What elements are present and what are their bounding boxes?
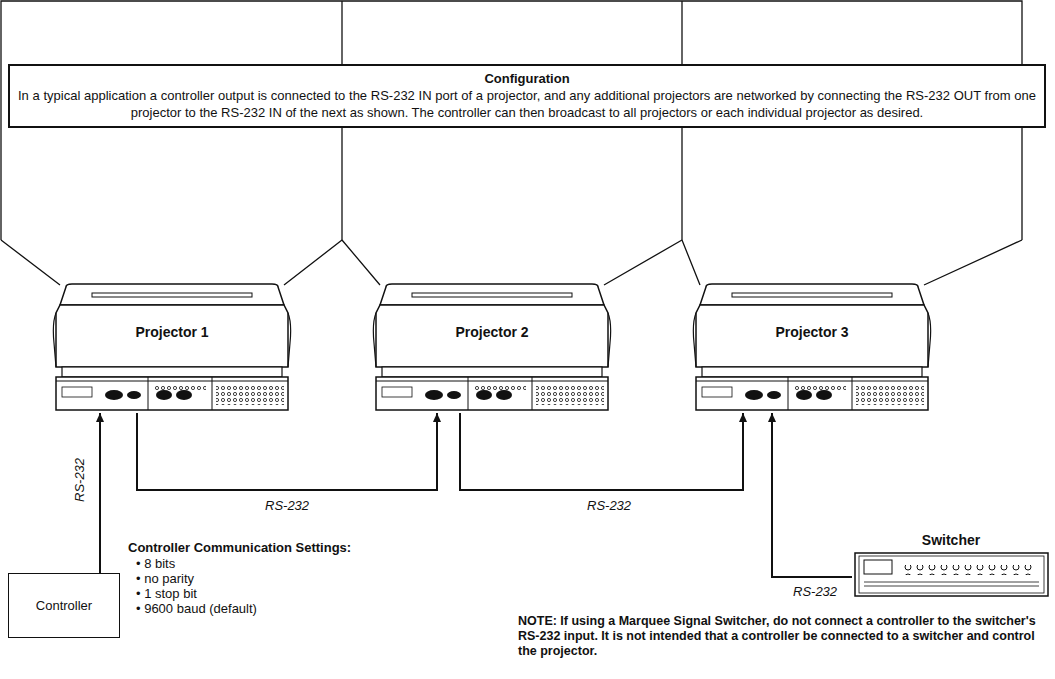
node-label: Controller (36, 598, 92, 613)
config-box: ConfigurationIn a typical application a … (8, 64, 1046, 128)
settings-heading: Controller Communication Settings: (128, 540, 388, 555)
cable-label: RS-232 (72, 455, 87, 505)
projector: Projector 1 (52, 283, 292, 413)
node-label: Projector 3 (770, 323, 853, 341)
projector: Projector 2 (372, 283, 612, 413)
rs232-cable (137, 413, 437, 490)
cable-label: RS-232 (584, 498, 634, 513)
rs232-cable (772, 413, 852, 577)
note: NOTE: If using a Marquee Signal Switcher… (518, 614, 1048, 659)
switcher: Switcher (852, 532, 1050, 604)
projector: Projector 3 (692, 283, 932, 413)
rs232-cable (460, 413, 743, 490)
node-label: Projector 2 (450, 323, 533, 341)
node-label: Projector 1 (130, 323, 213, 341)
projector-drawing (692, 283, 932, 413)
setting-item: • 8 bits (136, 556, 336, 571)
node-label: Switcher (922, 532, 980, 548)
setting-item: • no parity (136, 571, 336, 586)
cable-label: RS-232 (790, 584, 840, 599)
switcher-drawing (854, 552, 1049, 597)
node-label: In a typical application a controller ou… (18, 87, 1036, 121)
projector-drawing (372, 283, 612, 413)
controller-box: Controller (8, 573, 120, 638)
cable-label: RS-232 (262, 498, 312, 513)
rs232-cable (99, 413, 101, 573)
setting-item: • 1 stop bit (136, 586, 336, 601)
projector-drawing (52, 283, 292, 413)
setting-item: • 9600 baud (default) (136, 601, 336, 616)
heading: Configuration (18, 70, 1036, 87)
